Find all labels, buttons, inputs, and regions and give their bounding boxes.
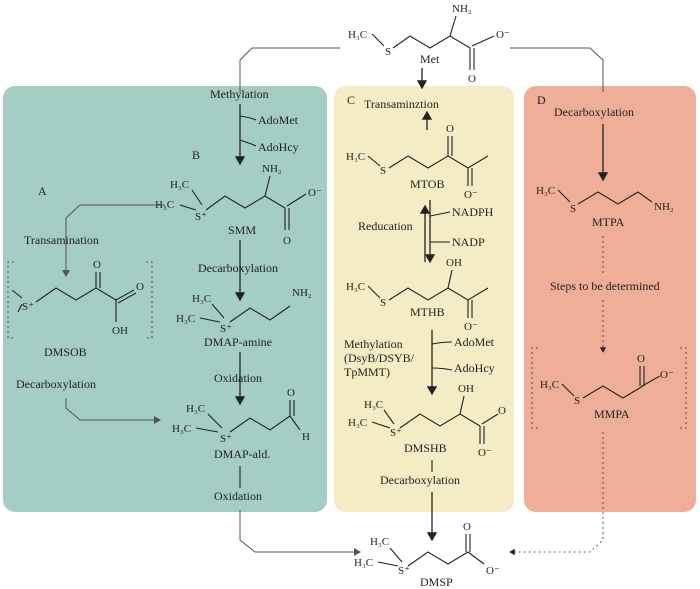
dmshb-o: O <box>498 405 506 417</box>
dmap-amine-nh2: NH₂ <box>292 287 312 299</box>
dmshb-h3c-2: H₃C <box>348 417 367 429</box>
mtob-s: S <box>380 165 386 177</box>
panel-c-letter: C <box>347 93 355 107</box>
smm-h3c-1: H₃C <box>170 179 189 191</box>
dmsp-s-plus: S⁺ <box>398 565 410 577</box>
step-decarboxylation-c: Decarboxylation <box>380 473 460 487</box>
dmsp-structure: H₃C H₃C S⁺ O O⁻ DMSP <box>354 521 500 589</box>
met-o-minus: O⁻ <box>496 29 510 41</box>
met-s: S <box>385 46 391 58</box>
dmshb-oh: OH <box>458 383 474 395</box>
dmap-ald-label: DMAP-ald. <box>214 447 270 461</box>
step-decarboxylation-a: Decarboxylation <box>16 377 96 391</box>
mthb-o-minus: O⁻ <box>464 321 478 333</box>
dmap-ald-h: H <box>302 431 310 443</box>
mmpa-label: MMPA <box>594 407 630 421</box>
step-decarboxylation-d: Decarboxylation <box>554 105 634 119</box>
step-methylation-c-3: TpMMT) <box>344 365 390 379</box>
dmsp-h3c-2: H₃C <box>354 557 373 569</box>
mtpa-structure: H₃C S NH₂ MTPA <box>536 185 674 229</box>
step-oxidation-2: Oxidation <box>214 489 262 503</box>
step-methylation-c-2: (DsyB/DSYB/ <box>344 351 415 365</box>
panel-a-background <box>3 86 327 512</box>
dmsp-label: DMSP <box>420 575 453 589</box>
cofactor-nadp: NADP <box>452 235 485 249</box>
smm-s-plus: S⁺ <box>195 211 207 223</box>
mtpa-nh2: NH₂ <box>654 201 674 213</box>
cofactor-nadph: NADPH <box>452 205 494 219</box>
mthb-label: MTHB <box>410 305 445 319</box>
met-nh2: NH₂ <box>452 3 472 15</box>
step-undetermined-d: Steps to be determined <box>550 279 660 293</box>
dmshb-o-minus: O⁻ <box>478 447 492 459</box>
smm-label: SMM <box>228 223 256 237</box>
dmsp-h3c-1: H₃C <box>370 536 389 548</box>
dmsob-structure: S⁺ O OH O DMSOB <box>11 259 144 359</box>
step-reduction-c: Reducation <box>358 219 413 233</box>
cofactor-adohey-b: AdoHcy <box>258 140 299 154</box>
dmshb-structure: H₃C H₃C S⁺ OH O⁻ O DMSHB <box>348 383 506 459</box>
mmpa-o-minus: O⁻ <box>660 369 674 381</box>
dmap-ald-o: O <box>287 387 295 399</box>
smm-o-minus: O⁻ <box>308 187 322 199</box>
dmshb-label: DMSHB <box>404 441 447 455</box>
mthb-s: S <box>380 297 386 309</box>
mthb-oh: OH <box>446 257 462 269</box>
step-transamination-c: Transaminztion <box>364 97 439 111</box>
dmsp-o-minus: O⁻ <box>486 565 500 577</box>
mthb-h3c: H₃C <box>346 281 365 293</box>
cofactor-adohey-c: AdoHcy <box>454 361 495 375</box>
smm-nh2: NH₂ <box>262 163 282 175</box>
dmap-amine-label: DMAP-amine <box>204 335 272 349</box>
step-methylation-c-1: Methylation <box>344 337 403 351</box>
dmap-amine-structure: H₃C H₃C S⁺ NH₂ DMAP-amine <box>176 287 312 349</box>
step-decarboxylation-b: Decarboxylation <box>198 261 278 275</box>
dmsob-o-2: O <box>136 281 144 293</box>
dmsob-oh: OH <box>112 325 128 337</box>
dmsob-s-plus: S⁺ <box>22 301 34 313</box>
dmap-ald-h3c-2: H₃C <box>172 423 191 435</box>
mtpa-s: S <box>570 203 576 215</box>
panel-d-letter: D <box>537 93 546 107</box>
met-o: O <box>468 73 476 85</box>
mthb-structure: H₃C S OH O⁻ MTHB <box>346 257 489 333</box>
step-methylation-b: Methylation <box>210 87 269 101</box>
met-structure: H₃C S NH₂ O O⁻ Met <box>348 3 510 85</box>
mmpa-s: S <box>574 395 580 407</box>
mtob-o-1: O <box>446 123 454 135</box>
cofactor-adomet-c: AdoMet <box>454 335 495 349</box>
dmap-amine-s-plus: S⁺ <box>220 323 232 335</box>
smm-o: O <box>283 235 291 247</box>
panel-a-letter: A <box>38 184 47 198</box>
mmpa-structure: H₃C S O O⁻ MMPA <box>540 353 674 421</box>
mtpa-label: MTPA <box>592 215 625 229</box>
mmpa-h3c: H₃C <box>540 379 559 391</box>
step-transamination-a: Transamination <box>24 233 99 247</box>
mmpa-o: O <box>637 353 645 365</box>
dmap-ald-structure: H₃C H₃C S⁺ O H DMAP-ald. <box>172 387 310 461</box>
dmsob-o-1: O <box>93 259 101 271</box>
dmsob-label: DMSOB <box>44 345 87 359</box>
dmap-amine-h3c-2: H₃C <box>176 313 195 325</box>
dmshb-h3c-1: H₃C <box>364 399 383 411</box>
met-h3c: H₃C <box>348 29 367 41</box>
mtob-o-minus: O⁻ <box>464 189 478 201</box>
panel-b-letter: B <box>192 148 200 162</box>
dmsp-o: O <box>463 521 471 533</box>
dmshb-s-plus: S⁺ <box>390 427 402 439</box>
step-oxidation-1: Oxidation <box>214 371 262 385</box>
panel-d-background <box>524 86 696 512</box>
mtpa-h3c: H₃C <box>536 185 555 197</box>
dmap-amine-h3c-1: H₃C <box>192 293 211 305</box>
mtob-label: MTOB <box>410 177 444 191</box>
mtob-structure: H₃C S O O⁻ MTOB <box>346 123 489 201</box>
cofactor-adomet-b: AdoMet <box>258 113 299 127</box>
mtob-h3c: H₃C <box>346 151 365 163</box>
dmap-ald-s-plus: S⁺ <box>220 433 232 445</box>
met-label: Met <box>420 52 440 66</box>
panel-c-background <box>334 86 514 512</box>
dmap-ald-h3c-1: H₃C <box>186 403 205 415</box>
